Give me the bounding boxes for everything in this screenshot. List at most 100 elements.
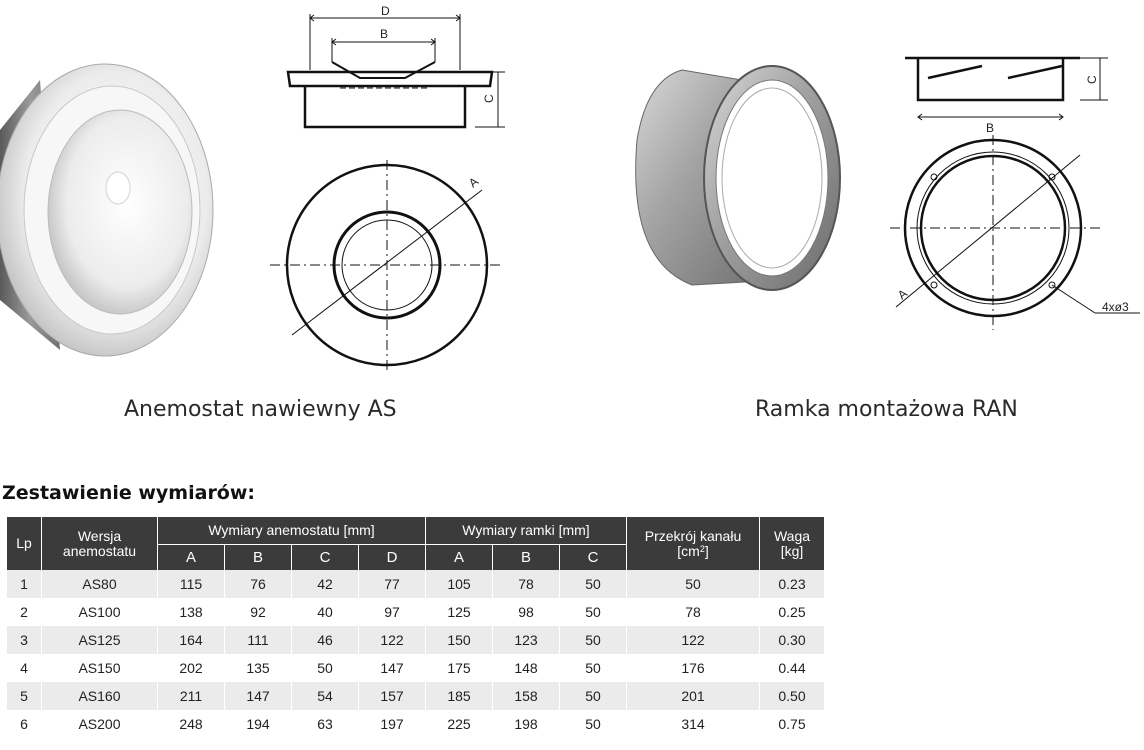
table-cell: 201 <box>627 682 759 710</box>
table-cell: AS100 <box>42 598 157 626</box>
table-cell: 158 <box>493 682 559 710</box>
table-cell: 40 <box>292 598 358 626</box>
anemostat-as-side-drawing: D B C <box>286 4 505 129</box>
table-cell: 50 <box>292 654 358 682</box>
header-weight-label: Waga <box>773 527 811 544</box>
table-cell: 115 <box>158 570 224 598</box>
header-ran-c: C <box>560 544 626 570</box>
table-cell: 50 <box>560 710 626 738</box>
table-cell: 54 <box>292 682 358 710</box>
table-cell: 78 <box>627 598 759 626</box>
ramka-ran-photo <box>635 65 841 291</box>
header-version: Wersja anemostatu <box>42 517 157 570</box>
table-cell: 50 <box>560 598 626 626</box>
table-cell: 0.23 <box>760 570 824 598</box>
anemostat-as-photo <box>0 63 214 357</box>
table-cell: 63 <box>292 710 358 738</box>
header-as-d: D <box>359 544 425 570</box>
table-cell: 0.75 <box>760 710 824 738</box>
header-group-as: Wymiary anemostatu [mm] <box>158 517 425 544</box>
table-cell: 105 <box>426 570 492 598</box>
table-cell: 198 <box>493 710 559 738</box>
table-cell: 138 <box>158 598 224 626</box>
table-cell: 122 <box>359 626 425 654</box>
table-cell: 125 <box>426 598 492 626</box>
dim-label-b: B <box>986 121 994 135</box>
dim-label-a: A <box>895 286 910 302</box>
dim-label-d: D <box>381 4 390 18</box>
dim-label-b: B <box>380 27 388 41</box>
table-cell: 0.44 <box>760 654 824 682</box>
dim-label-a: A <box>466 174 481 190</box>
table-cell: 194 <box>225 710 291 738</box>
header-group-ran: Wymiary ramki [mm] <box>426 517 626 544</box>
table-cell: 122 <box>627 626 759 654</box>
header-section-prefix: Przekrój kanału <box>644 527 742 544</box>
table-cell: 0.30 <box>760 626 824 654</box>
header-section-unit-open: [cm <box>677 542 700 559</box>
header-section-unit-close: ] <box>704 542 709 559</box>
table-cell: 6 <box>7 710 41 738</box>
header-as-c: C <box>292 544 358 570</box>
header-as-a: A <box>158 544 224 570</box>
header-lp: Lp <box>7 517 41 570</box>
table-cell: AS125 <box>42 626 157 654</box>
table-cell: 157 <box>359 682 425 710</box>
table-cell: 185 <box>426 682 492 710</box>
header-ran-b: B <box>493 544 559 570</box>
dim-label-c: C <box>1085 75 1099 84</box>
table-cell: 3 <box>7 626 41 654</box>
table-cell: 4 <box>7 654 41 682</box>
table-cell: 92 <box>225 598 291 626</box>
table-cell: 98 <box>493 598 559 626</box>
table-cell: 0.50 <box>760 682 824 710</box>
table-cell: 76 <box>225 570 291 598</box>
table-cell: 147 <box>359 654 425 682</box>
table-cell: 123 <box>493 626 559 654</box>
table-cell: 175 <box>426 654 492 682</box>
table-cell: 148 <box>493 654 559 682</box>
table-cell: AS80 <box>42 570 157 598</box>
table-cell: 225 <box>426 710 492 738</box>
caption-ramka-ran: Ramka montażowa RAN <box>755 397 1018 422</box>
table-cell: 50 <box>560 626 626 654</box>
table-cell: AS200 <box>42 710 157 738</box>
table-cell: 50 <box>627 570 759 598</box>
anemostat-as-front-drawing: A <box>270 160 504 370</box>
table-cell: 78 <box>493 570 559 598</box>
header-weight: Waga [kg] <box>760 517 824 570</box>
ramka-ran-front-drawing: A 4xø3 <box>890 135 1140 330</box>
table-cell: 211 <box>158 682 224 710</box>
table-cell: 135 <box>225 654 291 682</box>
table-cell: 50 <box>560 570 626 598</box>
header-ran-a: A <box>426 544 492 570</box>
table-cell: 50 <box>560 682 626 710</box>
section-title: Zestawienie wymiarów: <box>2 482 256 504</box>
table-cell: 46 <box>292 626 358 654</box>
table-cell: 5 <box>7 682 41 710</box>
table-cell: 147 <box>225 682 291 710</box>
header-weight-unit: [kg] <box>780 542 804 559</box>
table-cell: 77 <box>359 570 425 598</box>
table-cell: 150 <box>426 626 492 654</box>
table-cell: 202 <box>158 654 224 682</box>
table-cell: 248 <box>158 710 224 738</box>
table-cell: 164 <box>158 626 224 654</box>
table-cell: AS160 <box>42 682 157 710</box>
table-cell: 0.25 <box>760 598 824 626</box>
dim-label-c: C <box>482 94 496 103</box>
dim-label-holes: 4xø3 <box>1102 300 1129 314</box>
header-section: Przekrój kanału [cm2] <box>627 517 759 570</box>
table-cell: 176 <box>627 654 759 682</box>
header-as-b: B <box>225 544 291 570</box>
table-cell: 2 <box>7 598 41 626</box>
ramka-ran-side-drawing: B C <box>905 56 1108 135</box>
table-cell: 50 <box>560 654 626 682</box>
table-cell: 314 <box>627 710 759 738</box>
